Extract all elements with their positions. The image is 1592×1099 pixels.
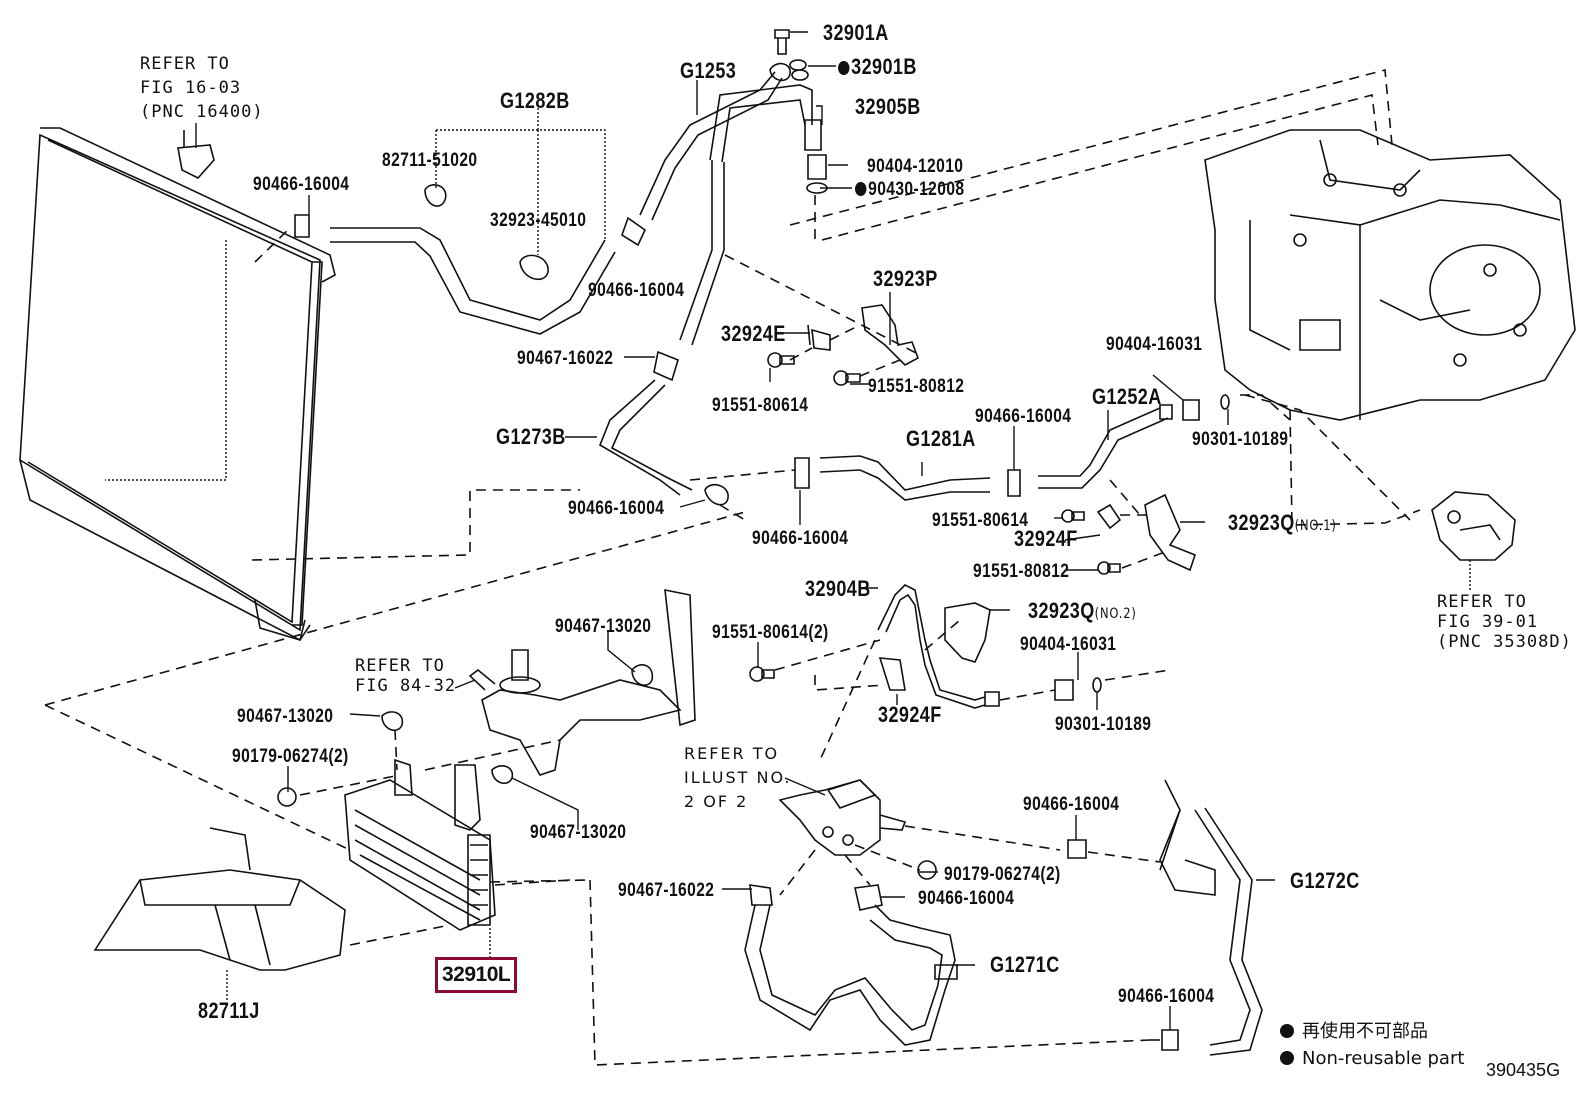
part-label[interactable]: 32924E xyxy=(721,321,786,346)
ref-line: FIG 39-01 xyxy=(1437,612,1539,632)
part-label[interactable]: 90467-16022 xyxy=(618,880,715,901)
part-label[interactable]: G1271C xyxy=(990,952,1060,977)
part-label[interactable]: G1272C xyxy=(1290,868,1360,893)
part-label[interactable]: 32901B xyxy=(838,56,917,78)
ref-line: REFER TO xyxy=(140,54,230,74)
ref-line: ILLUST NO. xyxy=(684,768,792,787)
part-label[interactable]: 91551-80614(2) xyxy=(712,622,829,643)
hose-g1273b xyxy=(599,84,813,496)
radiator-illustration xyxy=(19,127,336,642)
part-label[interactable]: 32923Q(NO.2) xyxy=(1028,600,1137,625)
part-label[interactable]: G1252A xyxy=(1092,384,1162,409)
part-label[interactable]: 82711J xyxy=(198,998,260,1023)
part-label[interactable]: 90467-13020 xyxy=(530,822,627,843)
hose-g1282b xyxy=(330,227,616,335)
part-label[interactable]: 32923-45010 xyxy=(490,210,587,231)
ref-pump: REFER TO FIG 84-32 xyxy=(355,656,456,696)
pipe-32904b xyxy=(877,584,1000,709)
part-label[interactable]: 90404-16031 xyxy=(1020,634,1117,655)
figure-id: 390435G xyxy=(1486,1060,1561,1080)
ref-radiator-cap: REFER TO FIG 16-03 (PNC 16400) xyxy=(140,52,264,124)
legend-text: 再使用不可部品 xyxy=(1302,1021,1428,1042)
part-label[interactable]: 32904B xyxy=(805,576,871,601)
ref-transaxle-pump: REFER TO FIG 39-01 (PNC 35308D) xyxy=(1437,592,1572,652)
legend-text: Non-reusable part xyxy=(1302,1048,1465,1069)
part-label[interactable]: G1253 xyxy=(680,58,737,83)
transaxle-illustration xyxy=(1204,129,1576,421)
part-number: 32923Q xyxy=(1228,510,1295,535)
part-label[interactable]: 90301-10189 xyxy=(1192,429,1289,450)
ref-line: REFER TO xyxy=(684,744,780,763)
part-label[interactable]: 32901A xyxy=(823,20,889,45)
part-number: 32923Q xyxy=(1028,598,1095,623)
part-label[interactable]: G1282B xyxy=(500,88,570,113)
electric-pump-illustration xyxy=(468,649,682,776)
ref-line: (PNC 16400) xyxy=(140,102,264,122)
non-reusable-icon xyxy=(855,182,867,196)
part-label[interactable]: 91551-80812 xyxy=(868,376,965,397)
ref-line: 2 OF 2 xyxy=(684,792,749,811)
part-label[interactable]: 90430-12008 xyxy=(855,179,964,201)
part-label[interactable]: 32924F xyxy=(1014,526,1078,551)
part-note: (NO.1) xyxy=(1294,518,1337,534)
part-label[interactable]: 90466-16004 xyxy=(588,280,685,301)
part-label[interactable]: G1281A xyxy=(906,426,976,451)
part-label[interactable]: 82711-51020 xyxy=(382,150,478,171)
part-label[interactable]: 91551-80812 xyxy=(973,561,1070,582)
part-label[interactable]: G1273B xyxy=(496,424,566,449)
hose-g1252a xyxy=(1038,404,1173,489)
part-label[interactable]: 90466-16004 xyxy=(975,406,1072,427)
oil-cooler-illustration xyxy=(344,758,496,931)
part-label[interactable]: 90466-16004 xyxy=(918,888,1015,909)
part-label[interactable]: 90179-06274(2) xyxy=(232,746,349,767)
part-label[interactable]: 32923P xyxy=(873,266,938,291)
part-label[interactable]: 90466-16004 xyxy=(752,528,849,549)
part-label[interactable]: 32924F xyxy=(878,702,942,727)
part-number: 90430-12008 xyxy=(868,179,965,200)
part-note: (NO.2) xyxy=(1094,606,1137,622)
legend-item: 再使用不可部品 xyxy=(1280,1018,1464,1045)
part-label[interactable]: 90466-16004 xyxy=(1023,794,1120,815)
part-number: 32901B xyxy=(851,54,917,79)
ref-line: REFER TO xyxy=(1437,592,1527,612)
non-reusable-icon xyxy=(1280,1051,1294,1065)
air-duct-illustration xyxy=(93,827,346,971)
part-label[interactable]: 90467-13020 xyxy=(237,706,334,727)
part-label[interactable]: 90466-16004 xyxy=(253,174,350,195)
hose-g1271c xyxy=(744,904,958,1046)
non-reusable-icon xyxy=(1280,1024,1294,1038)
part-label[interactable]: 90467-16022 xyxy=(517,348,614,369)
part-label[interactable]: 32905B xyxy=(855,94,921,119)
legend: 再使用不可部品 Non-reusable part xyxy=(1280,1018,1464,1072)
non-reusable-icon xyxy=(838,61,850,75)
ref-line: FIG 84-32 xyxy=(355,676,457,696)
part-label[interactable]: 90466-16004 xyxy=(1118,986,1215,1007)
ref-line: (PNC 35308D) xyxy=(1437,632,1572,652)
part-label[interactable]: 91551-80614 xyxy=(932,510,1029,531)
part-label[interactable]: 90179-06274(2) xyxy=(944,864,1061,885)
valve-illustration xyxy=(778,779,907,856)
legend-item: Non-reusable part xyxy=(1280,1045,1464,1072)
hose-g1281a xyxy=(819,455,991,501)
part-label[interactable]: 32923Q(NO.1) xyxy=(1228,512,1337,537)
part-label[interactable]: 90404-16031 xyxy=(1106,334,1203,355)
part-label[interactable]: 90301-10189 xyxy=(1055,714,1152,735)
part-label[interactable]: 90466-16004 xyxy=(568,498,665,519)
transaxle-pump-illustration xyxy=(1431,491,1516,561)
highlighted-part-label[interactable]: 32910L xyxy=(434,957,518,993)
ref-line: REFER TO xyxy=(355,656,445,676)
ref-line: FIG 16-03 xyxy=(140,78,242,98)
ref-valve: REFER TO ILLUST NO. 2 OF 2 xyxy=(684,742,791,814)
hose-g1272c xyxy=(1159,779,1263,1056)
hose-g1253 xyxy=(639,62,791,221)
part-label[interactable]: 90404-12010 xyxy=(867,156,964,177)
part-label[interactable]: 91551-80614 xyxy=(712,395,809,416)
part-label[interactable]: 90467-13020 xyxy=(555,616,652,637)
